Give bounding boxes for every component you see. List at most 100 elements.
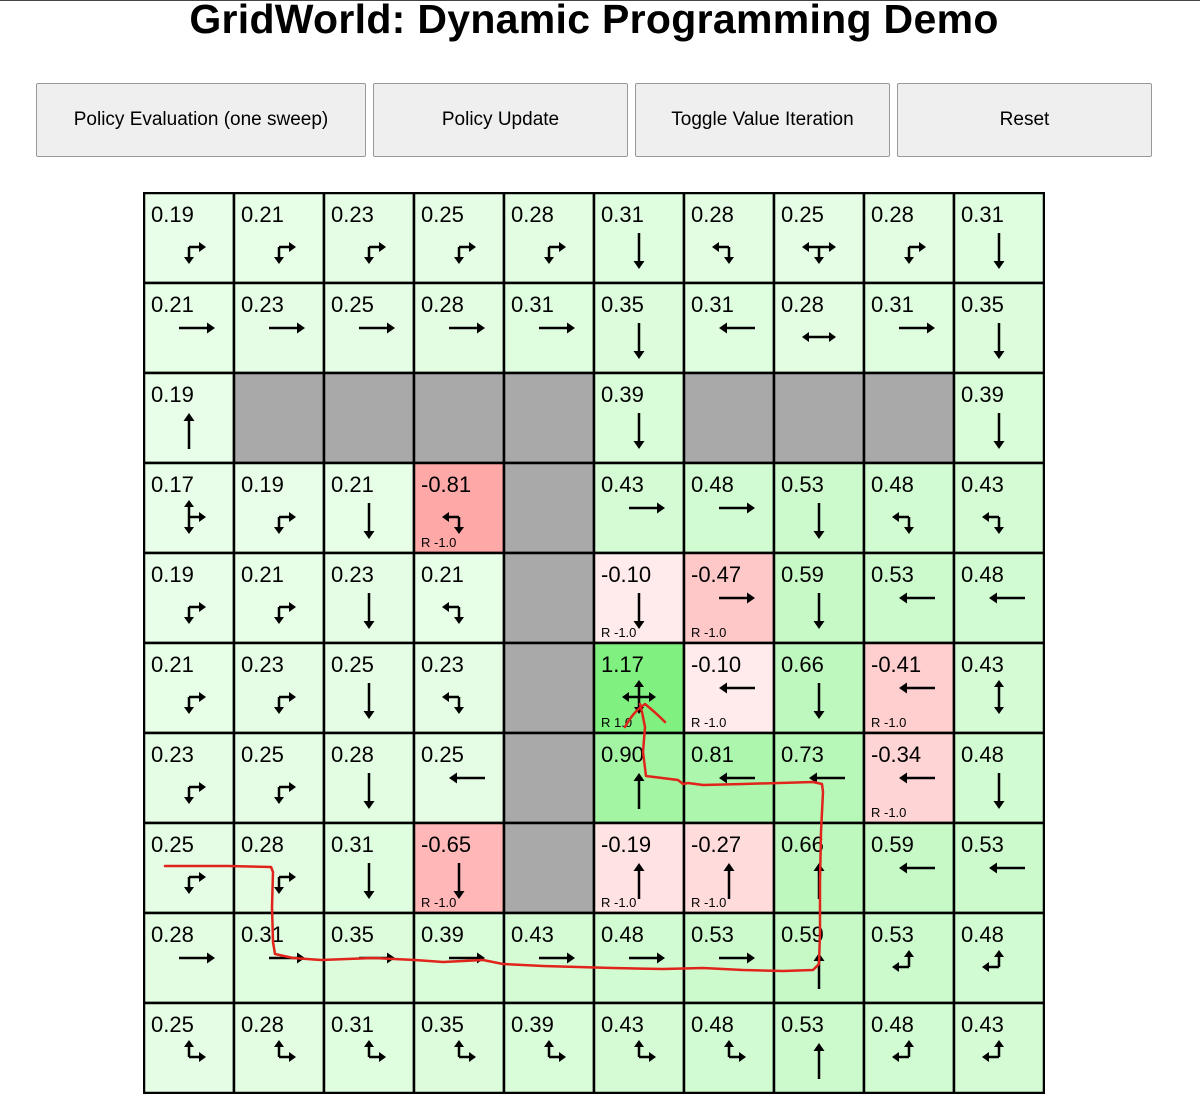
grid-cell-1-4[interactable]: 0.31 — [502, 281, 596, 375]
grid-cell-9-2[interactable]: 0.31 — [322, 1001, 416, 1094]
grid-cell-4-1[interactable]: 0.21 — [232, 551, 326, 645]
wall-cell-2-6[interactable] — [682, 371, 776, 465]
grid-cell-8-9[interactable]: 0.48 — [952, 911, 1045, 1005]
grid-cell-9-7[interactable]: 0.53 — [772, 1001, 866, 1094]
grid-cell-3-5[interactable]: 0.43 — [592, 461, 686, 555]
grid-cell-3-2[interactable]: 0.21 — [322, 461, 416, 555]
wall-cell-2-7[interactable] — [772, 371, 866, 465]
grid-cell-0-7[interactable]: 0.25 — [772, 192, 866, 285]
grid-cell-4-6[interactable]: -0.47R -1.0 — [682, 551, 776, 645]
grid-cell-4-5[interactable]: -0.10R -1.0 — [592, 551, 686, 645]
grid-cell-9-9[interactable]: 0.43 — [952, 1001, 1045, 1094]
grid-cell-9-6[interactable]: 0.48 — [682, 1001, 776, 1094]
grid-cell-7-0[interactable]: 0.25 — [143, 821, 236, 915]
grid-cell-5-8[interactable]: -0.41R -1.0 — [862, 641, 956, 735]
grid-cell-4-7[interactable]: 0.59 — [772, 551, 866, 645]
grid-cell-8-0[interactable]: 0.28 — [143, 911, 236, 1005]
wall-cell-2-1[interactable] — [232, 371, 326, 465]
grid-cell-6-8[interactable]: -0.34R -1.0 — [862, 731, 956, 825]
grid-cell-8-4[interactable]: 0.43 — [502, 911, 596, 1005]
grid-cell-4-9[interactable]: 0.48 — [952, 551, 1045, 645]
grid-cell-6-9[interactable]: 0.48 — [952, 731, 1045, 825]
grid-cell-0-9[interactable]: 0.31 — [952, 192, 1045, 285]
grid-cell-1-7[interactable]: 0.28 — [772, 281, 866, 375]
wall-cell-2-4[interactable] — [502, 371, 596, 465]
grid-cell-5-5[interactable]: 1.17R 1.0 — [592, 641, 686, 735]
grid-cell-1-0[interactable]: 0.21 — [143, 281, 236, 375]
grid-cell-2-9[interactable]: 0.39 — [952, 371, 1045, 465]
wall-cell-2-8[interactable] — [862, 371, 956, 465]
grid-cell-8-5[interactable]: 0.48 — [592, 911, 686, 1005]
toggle-value-iteration-button[interactable]: Toggle Value Iteration — [635, 83, 890, 157]
grid-cell-9-5[interactable]: 0.43 — [592, 1001, 686, 1094]
grid-cell-5-6[interactable]: -0.10R -1.0 — [682, 641, 776, 735]
grid-cell-4-3[interactable]: 0.21 — [412, 551, 506, 645]
grid-cell-0-3[interactable]: 0.25 — [412, 192, 506, 285]
grid-cell-7-8[interactable]: 0.59 — [862, 821, 956, 915]
grid-cell-7-1[interactable]: 0.28 — [232, 821, 326, 915]
grid-cell-7-2[interactable]: 0.31 — [322, 821, 416, 915]
grid-cell-9-8[interactable]: 0.48 — [862, 1001, 956, 1094]
grid-cell-1-1[interactable]: 0.23 — [232, 281, 326, 375]
grid-cell-0-4[interactable]: 0.28 — [502, 192, 596, 285]
grid-cell-4-0[interactable]: 0.19 — [143, 551, 236, 645]
grid-cell-0-2[interactable]: 0.23 — [322, 192, 416, 285]
wall-cell-7-4[interactable] — [502, 821, 596, 915]
wall-cell-2-3[interactable] — [412, 371, 506, 465]
policy-update-button[interactable]: Policy Update — [373, 83, 628, 157]
grid-cell-6-1[interactable]: 0.25 — [232, 731, 326, 825]
reset-button[interactable]: Reset — [897, 83, 1152, 157]
grid-cell-1-2[interactable]: 0.25 — [322, 281, 416, 375]
grid-cell-8-3[interactable]: 0.39 — [412, 911, 506, 1005]
grid-cell-3-6[interactable]: 0.48 — [682, 461, 776, 555]
grid-cell-2-0[interactable]: 0.19 — [143, 371, 236, 465]
grid-cell-1-5[interactable]: 0.35 — [592, 281, 686, 375]
grid-cell-3-1[interactable]: 0.19 — [232, 461, 326, 555]
grid-cell-3-7[interactable]: 0.53 — [772, 461, 866, 555]
wall-cell-2-2[interactable] — [322, 371, 416, 465]
grid-cell-9-3[interactable]: 0.35 — [412, 1001, 506, 1094]
grid-cell-1-3[interactable]: 0.28 — [412, 281, 506, 375]
grid-cell-5-0[interactable]: 0.21 — [143, 641, 236, 735]
grid-cell-6-0[interactable]: 0.23 — [143, 731, 236, 825]
grid-cell-8-6[interactable]: 0.53 — [682, 911, 776, 1005]
grid-cell-7-3[interactable]: -0.65R -1.0 — [412, 821, 506, 915]
policy-evaluation-button[interactable]: Policy Evaluation (one sweep) — [36, 83, 366, 157]
grid-cell-4-2[interactable]: 0.23 — [322, 551, 416, 645]
grid-cell-8-8[interactable]: 0.53 — [862, 911, 956, 1005]
grid-cell-5-9[interactable]: 0.43 — [952, 641, 1045, 735]
grid-cell-2-5[interactable]: 0.39 — [592, 371, 686, 465]
wall-cell-6-4[interactable] — [502, 731, 596, 825]
grid-cell-1-6[interactable]: 0.31 — [682, 281, 776, 375]
grid-cell-0-5[interactable]: 0.31 — [592, 192, 686, 285]
grid-cell-6-3[interactable]: 0.25 — [412, 731, 506, 825]
grid-cell-0-6[interactable]: 0.28 — [682, 192, 776, 285]
grid-cell-3-9[interactable]: 0.43 — [952, 461, 1045, 555]
grid-cell-0-0[interactable]: 0.19 — [143, 192, 236, 285]
grid-cell-1-9[interactable]: 0.35 — [952, 281, 1045, 375]
wall-cell-4-4[interactable] — [502, 551, 596, 645]
wall-cell-5-4[interactable] — [502, 641, 596, 735]
grid-cell-7-9[interactable]: 0.53 — [952, 821, 1045, 915]
grid-cell-5-7[interactable]: 0.66 — [772, 641, 866, 735]
grid-cell-0-1[interactable]: 0.21 — [232, 192, 326, 285]
grid-cell-9-4[interactable]: 0.39 — [502, 1001, 596, 1094]
grid-cell-3-0[interactable]: 0.17 — [143, 461, 236, 555]
grid-cell-6-7[interactable]: 0.73 — [772, 731, 866, 825]
grid-cell-6-6[interactable]: 0.81 — [682, 731, 776, 825]
grid-cell-3-3[interactable]: -0.81R -1.0 — [412, 461, 506, 555]
grid-cell-1-8[interactable]: 0.31 — [862, 281, 956, 375]
grid-cell-3-8[interactable]: 0.48 — [862, 461, 956, 555]
grid-cell-7-5[interactable]: -0.19R -1.0 — [592, 821, 686, 915]
grid-cell-4-8[interactable]: 0.53 — [862, 551, 956, 645]
grid-cell-0-8[interactable]: 0.28 — [862, 192, 956, 285]
grid-cell-9-1[interactable]: 0.28 — [232, 1001, 326, 1094]
grid-cell-5-3[interactable]: 0.23 — [412, 641, 506, 735]
grid-cell-5-1[interactable]: 0.23 — [232, 641, 326, 735]
grid-cell-9-0[interactable]: 0.25 — [143, 1001, 236, 1094]
wall-cell-3-4[interactable] — [502, 461, 596, 555]
grid-cell-5-2[interactable]: 0.25 — [322, 641, 416, 735]
grid-cell-6-2[interactable]: 0.28 — [322, 731, 416, 825]
grid-cell-7-6[interactable]: -0.27R -1.0 — [682, 821, 776, 915]
